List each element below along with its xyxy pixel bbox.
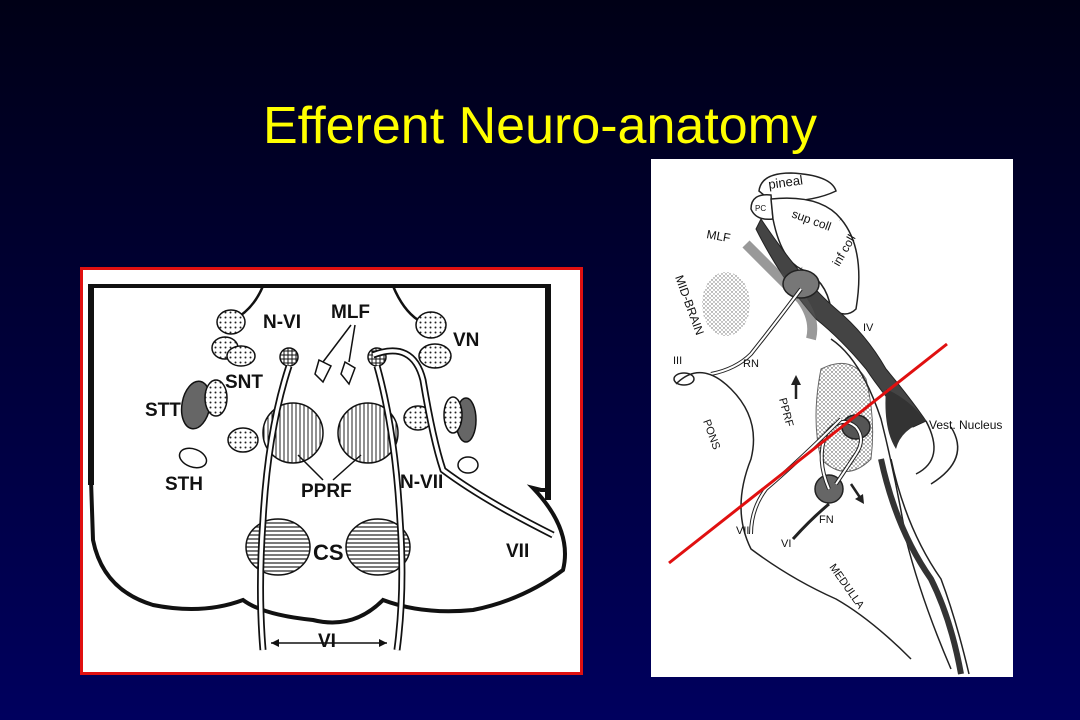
label-mid-brain: MID-BRAIN [672,273,707,337]
label-snt: SNT [225,372,263,393]
nucleus-top-left [216,309,246,335]
slide-title: Efferent Neuro-anatomy [263,97,817,155]
label-rn: RN [743,358,759,370]
label-iii: III [673,355,682,367]
label-pineal: pineal [767,172,804,192]
label-vii: VII [506,541,529,562]
pons-outline [89,284,567,625]
sth-shape [178,447,208,469]
label-iv: IV [863,322,874,334]
vestibular-nucleus-shape [415,311,447,339]
label-mlf: MLF [331,302,370,323]
label-pprf: PPRF [776,397,795,429]
label-vi: VI [318,631,336,652]
transection-line [668,342,948,565]
brainstem-sagittal-drawing: pineal PC sup coll MLF inf coll MID-BRAI… [668,172,1002,675]
label-medulla: MEDULLA [827,562,867,612]
cs-left [245,518,311,576]
label-stt: STT [145,400,181,421]
label-n-vii: N-VII [400,472,443,493]
label-sth: STH [165,474,203,495]
label-fn: FN [819,514,834,526]
pons-cross-section-drawing: N-VI MLF VN STT SNT STH PPRF N-VII CS VI… [88,284,567,652]
brainstem-sagittal-figure: pineal PC sup coll MLF inf coll MID-BRAI… [651,159,1013,677]
label-vii: VII [736,525,749,537]
label-vest-nucleus: Vest. Nucleus [929,418,1002,432]
label-n-vi: N-VI [263,312,301,333]
label-vn: VN [453,330,479,351]
n-vi-left-nucleus [279,347,299,367]
label-pons: PONS [700,418,722,451]
pons-cross-section-figure: N-VI MLF VN STT SNT STH PPRF N-VII CS VI… [80,267,583,675]
label-mlf: MLF [705,227,731,245]
label-pc: PC [755,204,766,213]
pprf-right [337,402,399,464]
cs-right [345,518,411,576]
label-cs: CS [313,540,344,565]
label-vi: VI [781,538,791,550]
label-pprf: PPRF [301,481,352,502]
